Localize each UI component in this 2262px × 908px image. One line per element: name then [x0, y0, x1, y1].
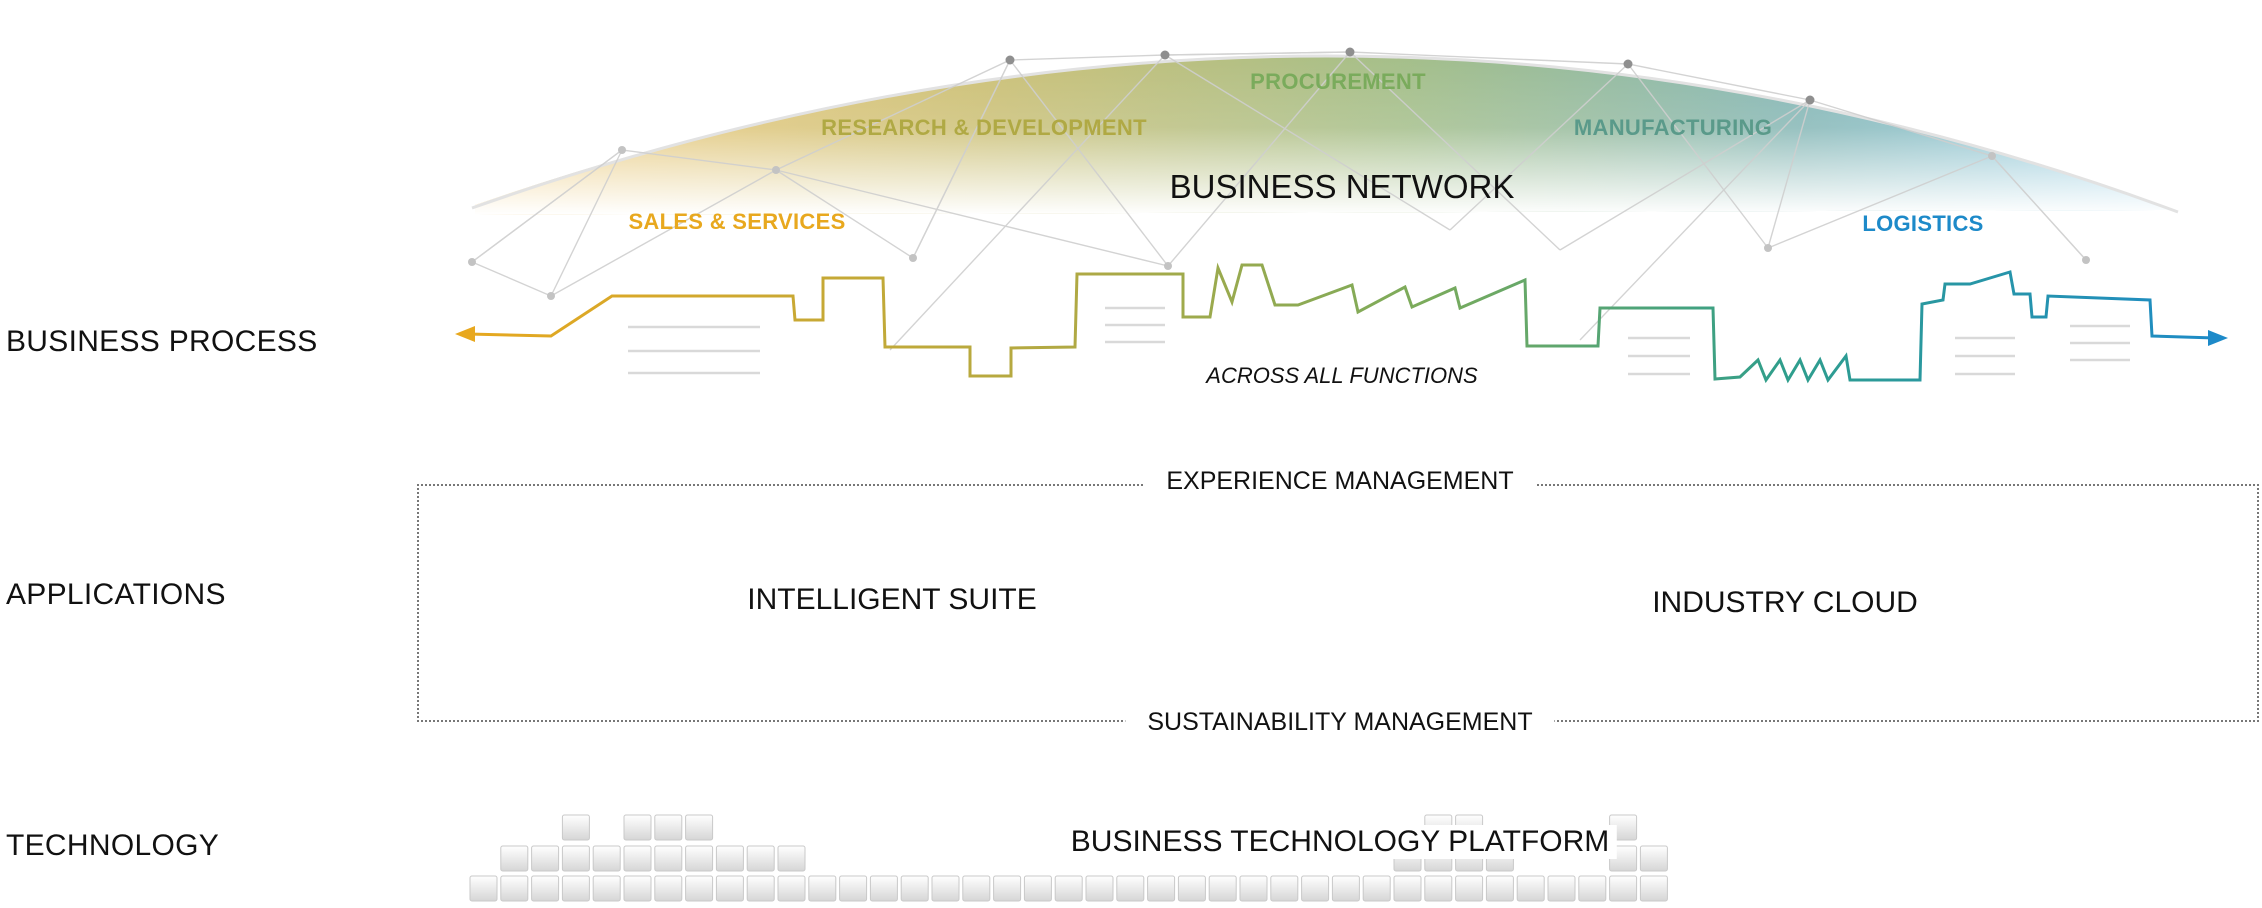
- platform-block: [1393, 875, 1422, 902]
- platform-block: [685, 814, 714, 841]
- platform-block: [1455, 875, 1484, 902]
- experience-management-label: EXPERIENCE MANAGEMENT: [1144, 467, 1536, 496]
- platform-block: [839, 875, 868, 902]
- platform-block: [1054, 875, 1083, 902]
- platform-block: [1578, 875, 1607, 902]
- platform-block: [962, 875, 991, 902]
- platform-block: [1485, 875, 1514, 902]
- technology-platform-label: BUSINESS TECHNOLOGY PLATFORM: [1062, 825, 1618, 859]
- platform-block: [685, 875, 714, 902]
- business-network-dome: [471, 54, 2179, 215]
- platform-block: [1147, 875, 1176, 902]
- platform-block: [808, 875, 837, 902]
- dept-manufacturing: MANUFACTURING: [1573, 115, 1773, 140]
- platform-block: [1239, 875, 1268, 902]
- dept-logistics: LOGISTICS: [1862, 211, 1984, 236]
- platform-block: [1301, 875, 1330, 902]
- network-mesh: [471, 51, 2087, 351]
- platform-block: [1208, 875, 1237, 902]
- platform-block: [993, 875, 1022, 902]
- platform-block: [1362, 875, 1391, 902]
- platform-block: [469, 875, 498, 902]
- platform-block: [869, 875, 898, 902]
- platform-block: [1516, 875, 1545, 902]
- platform-block: [592, 875, 621, 902]
- platform-block: [654, 814, 683, 841]
- platform-block: [1085, 875, 1114, 902]
- platform-block: [654, 875, 683, 902]
- platform-block: [500, 845, 529, 872]
- platform-block: [900, 875, 929, 902]
- platform-block: [1331, 875, 1360, 902]
- platform-block: [715, 845, 744, 872]
- platform-block: [531, 875, 560, 902]
- platform-block: [1609, 875, 1638, 902]
- platform-block: [1424, 875, 1453, 902]
- platform-block: [1023, 875, 1052, 902]
- dept-sales-services: SALES & SERVICES: [628, 209, 846, 234]
- dept-research-development: RESEARCH & DEVELOPMENT: [821, 115, 1147, 140]
- business-network-title: BUSINESS NETWORK: [1169, 168, 1515, 205]
- platform-block: [1177, 875, 1206, 902]
- platform-block: [561, 845, 590, 872]
- platform-block: [715, 875, 744, 902]
- platform-block: [685, 845, 714, 872]
- industry-cloud-label: INDUSTRY CLOUD: [1652, 586, 1918, 619]
- business-process-line: [455, 262, 2228, 384]
- intelligent-suite-label: INTELLIGENT SUITE: [747, 583, 1037, 616]
- row-label-applications: APPLICATIONS: [6, 578, 226, 611]
- platform-block: [746, 875, 775, 902]
- network-nodes: [468, 146, 2090, 300]
- platform-block: [623, 875, 652, 902]
- dept-procurement: PROCUREMENT: [1250, 69, 1426, 94]
- platform-block: [561, 875, 590, 902]
- platform-block: [623, 845, 652, 872]
- row-label-business-process: BUSINESS PROCESS: [6, 325, 318, 358]
- platform-block: [1116, 875, 1145, 902]
- applications-frame: [417, 484, 2259, 722]
- technology-platform-blocks: [469, 814, 1668, 902]
- platform-block: [1270, 875, 1299, 902]
- platform-block: [623, 814, 652, 841]
- platform-block: [592, 845, 621, 872]
- platform-block: [1547, 875, 1576, 902]
- row-label-technology: TECHNOLOGY: [6, 829, 220, 862]
- platform-block: [1639, 845, 1668, 872]
- sustainability-management-label: SUSTAINABILITY MANAGEMENT: [1125, 708, 1555, 737]
- platform-block: [777, 845, 806, 872]
- platform-block: [746, 845, 775, 872]
- platform-block: [500, 875, 529, 902]
- process-docs: [628, 306, 2130, 376]
- platform-block: [777, 875, 806, 902]
- platform-block: [1639, 875, 1668, 902]
- platform-block: [931, 875, 960, 902]
- platform-block: [531, 845, 560, 872]
- process-caption: ACROSS ALL FUNCTIONS: [1206, 363, 1478, 388]
- platform-block: [561, 814, 590, 841]
- platform-block: [654, 845, 683, 872]
- network-nodes-dark: [1005, 47, 1815, 105]
